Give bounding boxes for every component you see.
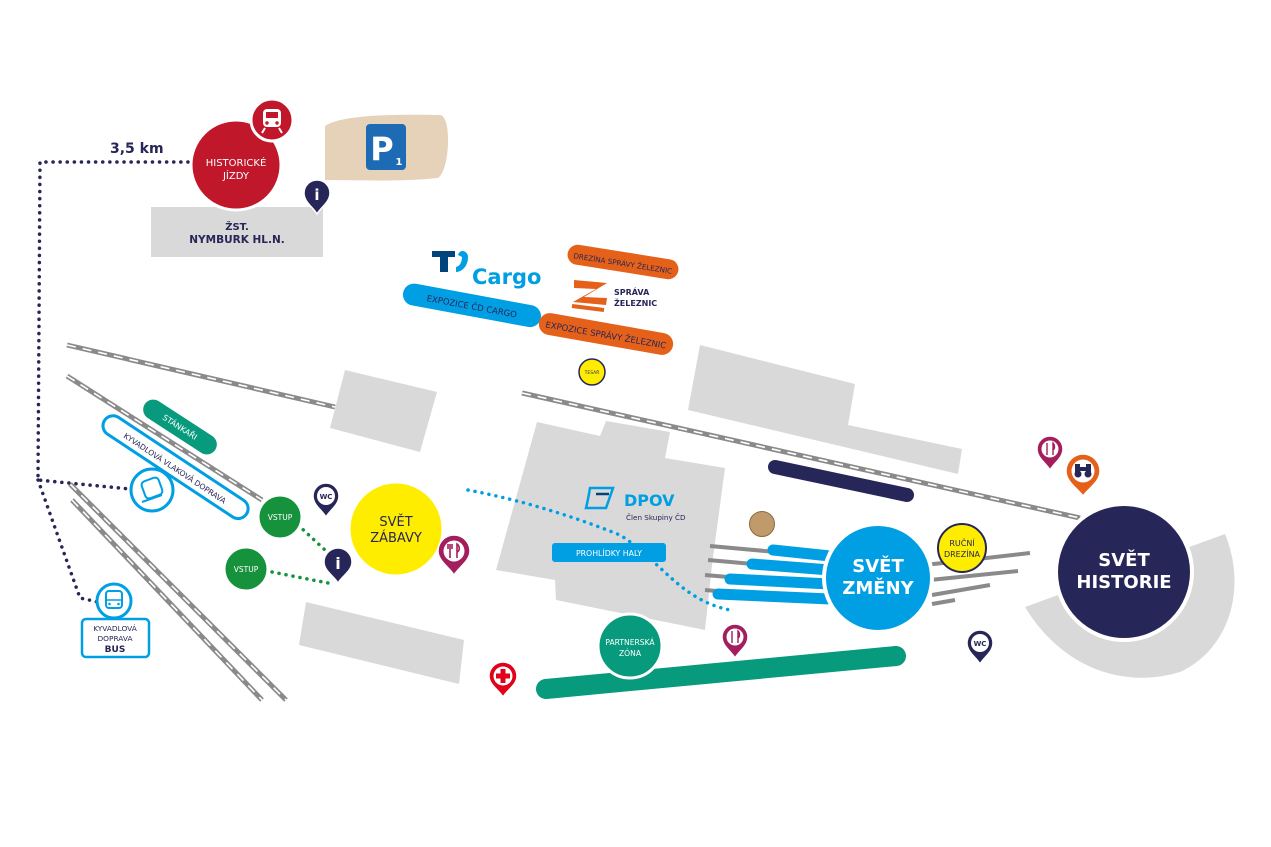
sprava-line2: ŽELEZNIC bbox=[614, 297, 657, 308]
wc-pin-left[interactable]: WC bbox=[312, 482, 340, 519]
binoculars-icon bbox=[1074, 464, 1092, 478]
cutlery-icon bbox=[447, 542, 461, 558]
rucni-drezina-marker[interactable]: RUČNÍ DREZÍNA bbox=[937, 523, 987, 573]
cutlery-icon bbox=[1046, 441, 1056, 455]
svet-zmeny-line2: ZMĚNY bbox=[842, 577, 914, 599]
entry-label-lower: VSTUP bbox=[234, 565, 259, 574]
track bbox=[931, 583, 991, 597]
cd-cargo-logo: Cargo bbox=[432, 250, 541, 289]
tesar-marker[interactable]: TESAŘ bbox=[578, 358, 606, 386]
building-block bbox=[688, 345, 962, 474]
historicke-jizdy-line1: HISTORICKÉ bbox=[206, 156, 267, 169]
shuttle-bus-line3: BUS bbox=[105, 645, 126, 655]
station-line1: ŽST. bbox=[225, 220, 249, 233]
partner-zone-line1: PARTNERSKÁ bbox=[605, 638, 655, 647]
svet-historie-line1: SVĚT bbox=[1098, 549, 1150, 571]
track bbox=[929, 569, 1019, 582]
first-aid-pin[interactable] bbox=[488, 661, 518, 699]
shuttle-bus-box: KYVADLOVÁ DOPRAVA BUS bbox=[80, 617, 151, 659]
building-block bbox=[299, 602, 464, 684]
historicke-jizdy-marker[interactable]: HISTORICKÉ JÍZDY bbox=[189, 118, 283, 212]
station-line2: NYMBURK HL.N. bbox=[189, 234, 285, 246]
hall-tour-pill[interactable]: PROHLÍDKY HALY bbox=[552, 543, 666, 562]
sprava-expo-pill[interactable]: EXPOZICE SPRÁVY ŽELEZNIC bbox=[537, 311, 675, 356]
parking-number: 1 bbox=[396, 157, 403, 168]
dpov-sub: Člen Skupiny ČD bbox=[626, 513, 686, 522]
svet-historie-line2: HISTORIE bbox=[1076, 572, 1171, 593]
historicke-jizdy-line2: JÍZDY bbox=[222, 169, 250, 182]
rucni-drezina-line2: DREZÍNA bbox=[944, 548, 981, 559]
svet-zmeny-tracks bbox=[712, 544, 836, 605]
parking-area[interactable]: P 1 bbox=[325, 114, 449, 181]
shuttle-train-icon[interactable] bbox=[129, 467, 175, 513]
track bbox=[66, 342, 336, 410]
tesar-label: TESAŘ bbox=[584, 368, 600, 376]
cutlery-icon bbox=[731, 629, 741, 643]
parking-icon bbox=[366, 124, 406, 170]
food-pin-center[interactable] bbox=[437, 534, 471, 577]
railway-tracks bbox=[65, 342, 1081, 702]
shuttle-bus-icon[interactable] bbox=[95, 582, 133, 620]
svet-zabavy-marker[interactable]: SVĚT ZÁBAVY bbox=[347, 480, 445, 578]
partner-zone-marker[interactable]: PARTNERSKÁ ZÓNA bbox=[596, 612, 664, 680]
svet-zmeny-line1: SVĚT bbox=[852, 555, 904, 577]
food-pin-historie[interactable] bbox=[1036, 435, 1064, 472]
track-dash bbox=[69, 483, 287, 701]
dark-platform bbox=[768, 460, 914, 502]
cargo-brand: Cargo bbox=[472, 265, 541, 289]
binoculars-pin[interactable] bbox=[1065, 453, 1101, 498]
svet-historie-marker[interactable]: SVĚT HISTORIE bbox=[1054, 502, 1194, 642]
distance-label: 3,5 km bbox=[110, 141, 164, 157]
entry-marker-lower[interactable]: VSTUP bbox=[222, 545, 270, 593]
track-dash bbox=[71, 499, 263, 701]
info-pin-left[interactable]: i bbox=[323, 547, 353, 585]
partner-zone-bar bbox=[536, 646, 906, 699]
station-building bbox=[151, 207, 323, 257]
wc-label-right: WC bbox=[974, 640, 987, 648]
dpov-logo: DPOV Člen Skupiny ČD bbox=[584, 486, 686, 522]
shuttle-bus-line2: DOPRAVA bbox=[97, 634, 132, 643]
track-dash bbox=[66, 375, 263, 501]
info-pin[interactable]: i bbox=[303, 179, 331, 216]
svet-zabavy-line2: ZÁBAVY bbox=[370, 530, 422, 546]
route-train-shuttle bbox=[36, 160, 190, 491]
sprava-zeleznic-logo: SPRÁVA ŽELEZNIC bbox=[571, 280, 657, 312]
entry-label-upper: VSTUP bbox=[268, 513, 293, 522]
building-block bbox=[330, 370, 437, 452]
svet-zmeny-marker[interactable]: SVĚT ZMĚNY bbox=[822, 522, 934, 634]
sprava-line1: SPRÁVA bbox=[614, 286, 650, 297]
train-icon bbox=[249, 97, 295, 143]
shuttle-bus-line1: KYVADLOVÁ bbox=[93, 624, 137, 633]
route-entry-a bbox=[296, 523, 327, 552]
entry-marker-upper[interactable]: VSTUP bbox=[256, 493, 304, 541]
dpov-hall-block bbox=[496, 421, 725, 630]
svet-zabavy-line1: SVĚT bbox=[379, 514, 412, 530]
route-entry-b bbox=[270, 570, 330, 585]
dpov-brand: DPOV bbox=[624, 491, 675, 510]
info-icon: i bbox=[314, 186, 319, 204]
parking-letter: P bbox=[370, 130, 393, 168]
routes bbox=[36, 160, 732, 612]
partner-zone-line2: ZÓNA bbox=[619, 649, 642, 658]
bronze-point[interactable] bbox=[749, 511, 775, 537]
wc-label-left: WC bbox=[320, 493, 333, 501]
drezina-spravy-pill[interactable]: DREZÍNA SPRÁVY ŽELEZNIC bbox=[566, 243, 680, 280]
hall-tour-label: PROHLÍDKY HALY bbox=[576, 549, 642, 558]
first-aid-cross-icon bbox=[496, 669, 510, 683]
track bbox=[521, 390, 1081, 521]
rucni-drezina-line1: RUČNÍ bbox=[949, 537, 975, 548]
track bbox=[931, 598, 956, 606]
food-pin-right[interactable] bbox=[721, 623, 749, 660]
info-icon-left: i bbox=[335, 554, 340, 573]
track-dash bbox=[66, 344, 336, 408]
wc-pin-right[interactable]: WC bbox=[966, 629, 994, 666]
route-bus-shuttle bbox=[36, 478, 100, 604]
route-hall-tour bbox=[466, 488, 732, 612]
